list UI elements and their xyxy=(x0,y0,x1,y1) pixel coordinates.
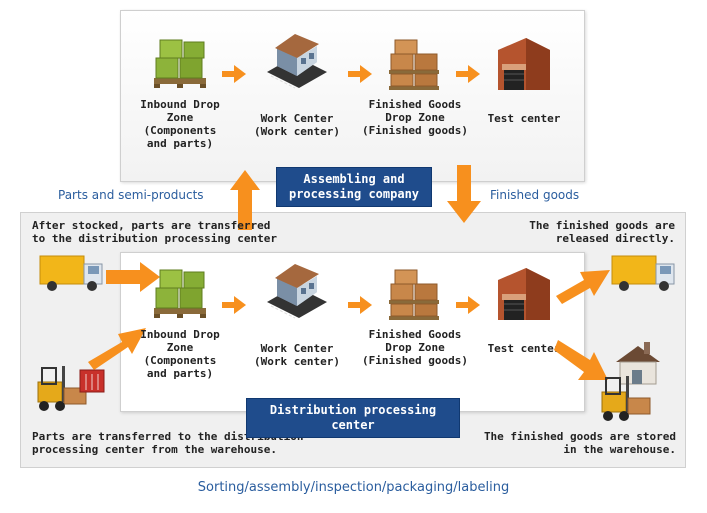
up-arrow-icon xyxy=(230,170,260,230)
after-stocked-note: After stocked, parts are transferred to … xyxy=(32,219,278,245)
top-node-finished-goods-drop-zone: Finished Goods Drop Zone (Finished goods… xyxy=(360,36,470,137)
distribution-center-badge: Distribution processing center xyxy=(246,398,460,438)
bottom-node-work-center: Work Center (Work center) xyxy=(242,262,352,368)
process-caption: Sorting/assembly/inspection/packaging/la… xyxy=(197,480,510,495)
right-arrow-icon xyxy=(106,262,160,292)
finished-goods-label: Finished goods xyxy=(490,188,580,202)
node-label: Test center xyxy=(487,112,561,125)
red-container-icon xyxy=(79,369,105,393)
node-label: Inbound Drop Zone (Components and parts) xyxy=(140,98,220,150)
top-node-test-center: Test center xyxy=(469,32,579,125)
cardboard-boxes-icon xyxy=(388,269,440,321)
node-label: Inbound Drop Zone (Components and parts) xyxy=(140,328,220,380)
node-label: Test center xyxy=(487,342,561,355)
pallet-boxes-icon xyxy=(153,269,207,319)
diagonal-out-arrow-icon xyxy=(556,270,610,304)
node-label: Finished Goods Drop Zone (Finished goods… xyxy=(362,98,468,137)
bottom-node-inbound-drop-zone: Inbound Drop Zone (Components and parts) xyxy=(125,266,235,380)
forklift-icon xyxy=(601,375,651,422)
bottom-node-test-center: Test center xyxy=(469,262,579,355)
delivery-truck-icon xyxy=(39,255,103,292)
pallet-boxes-icon xyxy=(153,39,207,89)
assembling-company-panel xyxy=(120,10,585,182)
warehouse-building-icon xyxy=(497,37,551,91)
node-label: Work Center (Work center) xyxy=(253,342,341,368)
warehouse-building-icon xyxy=(497,267,551,321)
diagonal-down-arrow-icon xyxy=(554,340,608,380)
factory-building-icon xyxy=(266,33,328,89)
factory-building-icon xyxy=(266,263,328,319)
released-directly-note: The finished goods are released directly… xyxy=(529,219,675,245)
parts-and-semi-products-label: Parts and semi-products xyxy=(58,188,204,202)
top-node-work-center: Work Center (Work center) xyxy=(242,32,352,138)
node-label: Work Center (Work center) xyxy=(253,112,341,138)
diagonal-up-arrow-icon xyxy=(88,328,146,370)
bottom-node-finished-goods-drop-zone: Finished Goods Drop Zone (Finished goods… xyxy=(360,266,470,367)
top-node-inbound-drop-zone: Inbound Drop Zone (Components and parts) xyxy=(125,36,235,150)
delivery-truck-icon xyxy=(611,255,675,292)
down-arrow-icon xyxy=(447,165,481,223)
assembling-company-badge: Assembling and processing company xyxy=(276,167,432,207)
from-warehouse-note: Parts are transferred to the distributio… xyxy=(32,430,304,456)
stored-in-warehouse-note: The finished goods are stored in the war… xyxy=(483,430,676,456)
node-label: Finished Goods Drop Zone (Finished goods… xyxy=(362,328,468,367)
cardboard-boxes-icon xyxy=(388,39,440,91)
